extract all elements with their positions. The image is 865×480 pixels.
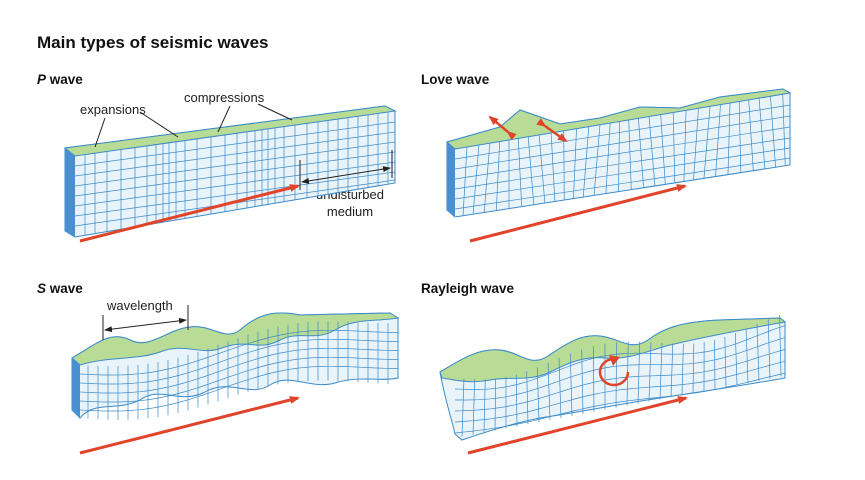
compressions-label: compressions — [184, 90, 265, 105]
expansions-label: expansions — [80, 102, 146, 117]
s-wave-title: S wave — [37, 281, 83, 296]
s-wave-block — [71, 312, 400, 420]
compressions-pointer — [217, 105, 231, 133]
medium-label: medium — [326, 204, 374, 219]
wavelength-label: wavelength — [107, 298, 173, 313]
arrow-right-icon — [469, 184, 687, 243]
love-wave-block — [445, 88, 792, 218]
wavelength-dimension-arrow — [104, 317, 187, 333]
rayleigh-wave-title: Rayleigh wave — [421, 281, 515, 296]
double-arrow-icon — [488, 115, 517, 141]
expansions-pointer-2 — [94, 117, 106, 148]
rayleigh-wave-block — [439, 315, 787, 441]
page-title: Main types of seismic waves — [37, 33, 269, 52]
arrow-right-icon — [467, 396, 688, 455]
p-wave-block — [63, 105, 397, 238]
circular-arrow-icon — [598, 355, 630, 387]
double-arrow-icon-2 — [536, 118, 568, 143]
expansions-pointer — [139, 111, 179, 138]
undisturbed-dimension-arrow — [301, 166, 391, 184]
arrow-right-icon — [79, 184, 300, 243]
love-wave-title: Love wave — [421, 72, 490, 87]
p-wave-title: P wave — [37, 72, 83, 87]
compressions-pointer-2 — [257, 103, 293, 121]
arrow-right-icon — [79, 396, 300, 455]
